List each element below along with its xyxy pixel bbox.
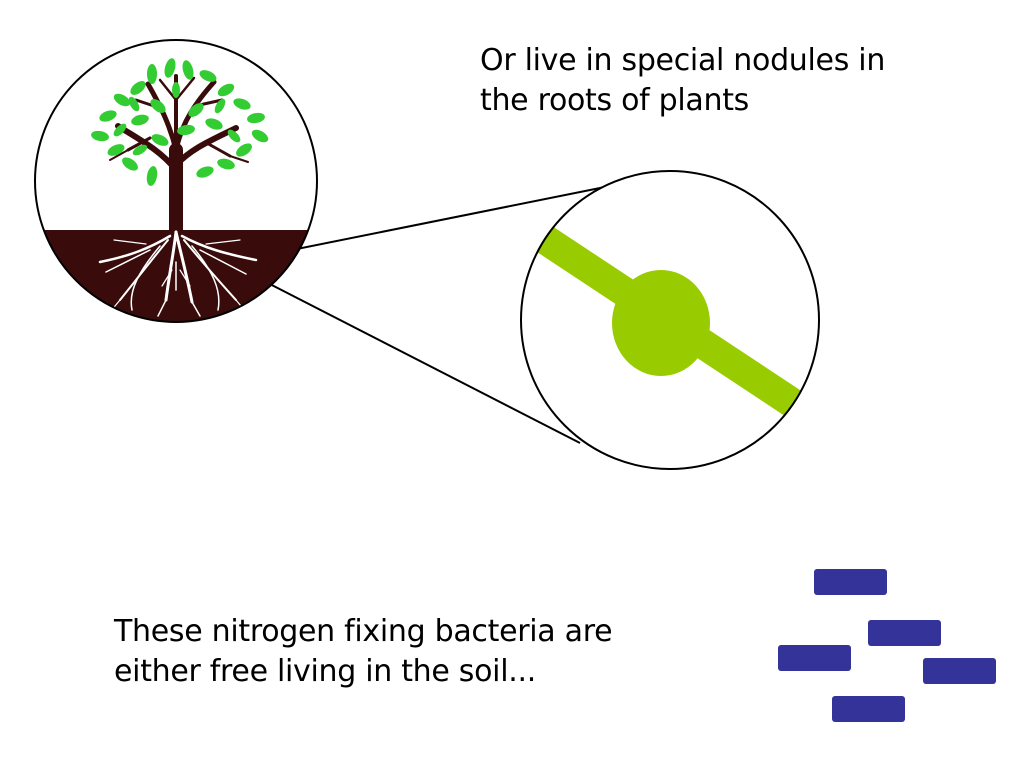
nodule-caption: Or live in special nodules in the roots … [480, 41, 885, 121]
bacterium [832, 696, 905, 722]
free-living-caption-line-2: either free living in the soil... [114, 654, 536, 689]
bacterium [868, 620, 941, 646]
nodule-caption-line-2: the roots of plants [480, 83, 750, 118]
bacterium [814, 569, 887, 595]
nodule-caption-line-1: Or live in special nodules in [480, 43, 886, 78]
free-living-caption: These nitrogen fixing bacteria are eithe… [114, 612, 613, 692]
tree-circle-outline [34, 39, 318, 323]
tree-leaves [91, 58, 269, 186]
free-living-caption-line-1: These nitrogen fixing bacteria are [114, 614, 613, 649]
tree-with-roots-icon [34, 39, 318, 323]
bacterium [778, 645, 851, 671]
free-living-bacteria-icon [778, 569, 996, 722]
root-nodule [612, 270, 710, 376]
nodule-circle-outline [520, 170, 820, 470]
zoom-line-top [261, 186, 606, 257]
zoom-line-bottom [261, 279, 581, 444]
tree-roots [98, 230, 258, 317]
root-nodule-magnified-icon [520, 170, 820, 470]
bacterium [923, 658, 996, 684]
